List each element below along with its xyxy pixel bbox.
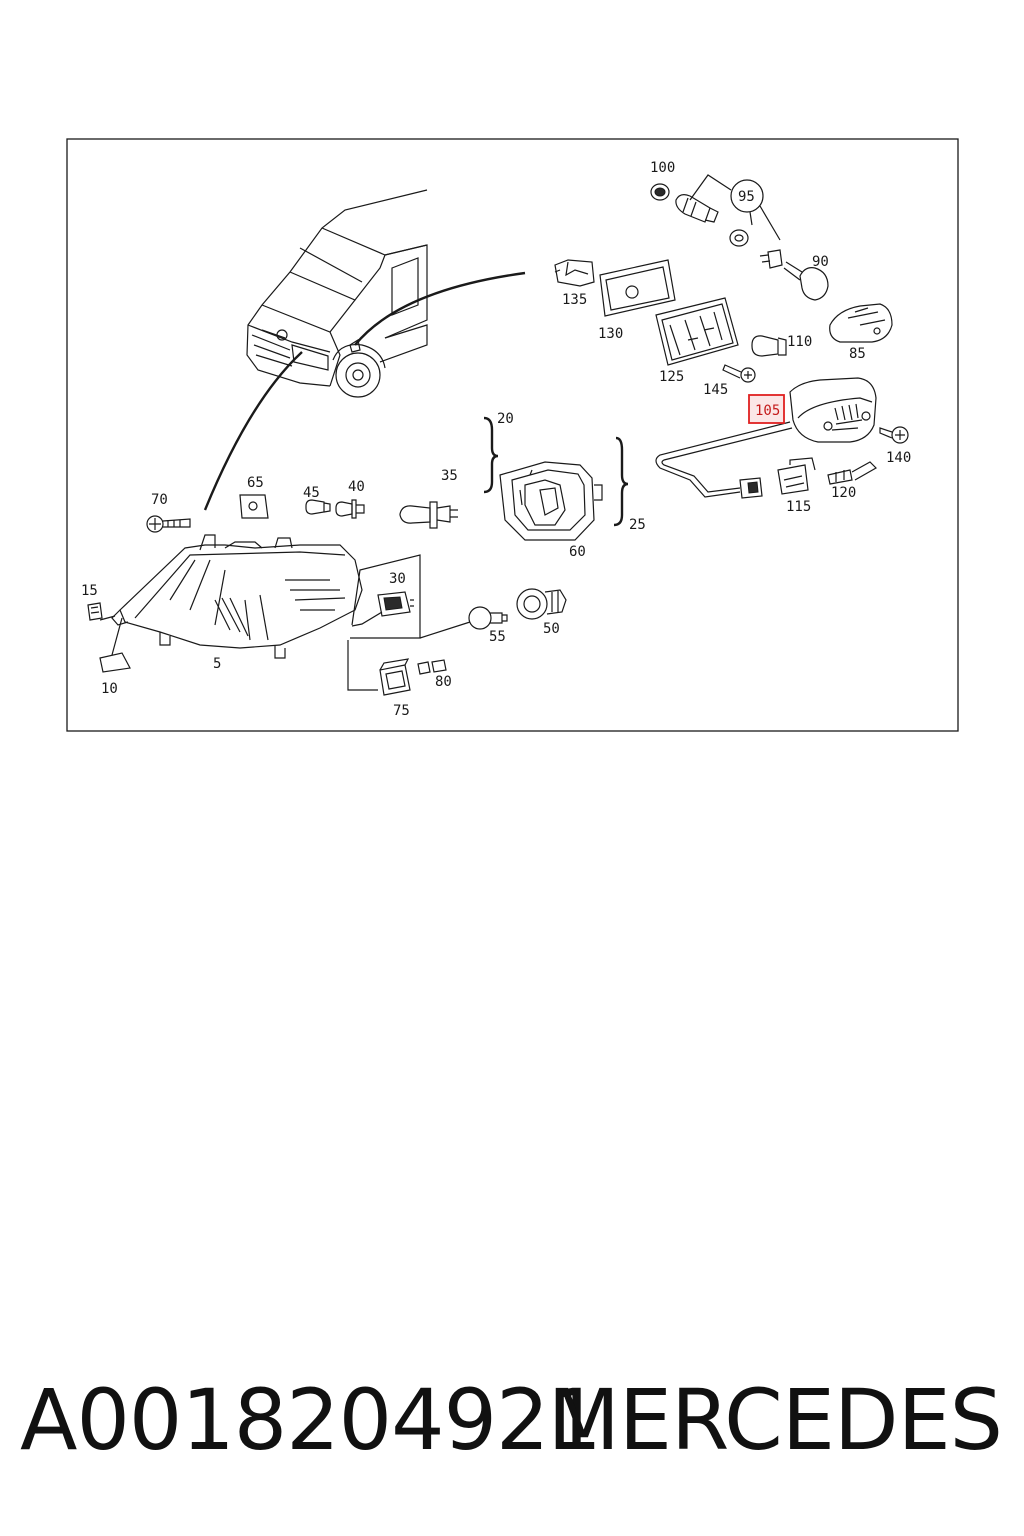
callout-45: 45: [303, 485, 320, 501]
callout-50: 50: [543, 621, 560, 637]
part-105-indicator-lamp: [789, 377, 877, 443]
leader-to-side-marker: [354, 271, 526, 346]
callout-110: 110: [787, 334, 812, 350]
leader-to-headlamp: [203, 351, 303, 511]
part-15-clip: [87, 602, 103, 621]
callout-65: 65: [247, 475, 264, 491]
part-75-relay: [379, 658, 411, 696]
callout-20: 20: [497, 411, 514, 427]
bracket-25: [613, 436, 629, 527]
bracket-20: [483, 416, 499, 494]
callout-135: 135: [562, 292, 587, 308]
callout-130: 130: [598, 326, 623, 342]
callout-30: 30: [389, 571, 406, 587]
part-110-bulb: [751, 335, 787, 357]
part-145-screw: [722, 364, 756, 383]
callout-85: 85: [849, 346, 866, 362]
link-line-75: [347, 640, 378, 691]
part-90-bulb: [759, 249, 829, 301]
diagram-frame: [66, 138, 959, 732]
callout-60: 60: [569, 544, 586, 560]
part-55-bulb: [468, 606, 508, 630]
part-100-grommet: [650, 183, 670, 201]
part-70-screw: [146, 515, 191, 533]
part-95-callout-circle: [689, 174, 781, 247]
callout-70: 70: [151, 492, 168, 508]
callout-100: 100: [650, 160, 675, 176]
part-120-terminal: [827, 461, 877, 485]
part-35-bulb: [399, 501, 458, 529]
part-85-side-lamp: [829, 303, 893, 343]
callout-35: 35: [441, 468, 458, 484]
callout-5: 5: [213, 656, 221, 672]
callout-75: 75: [393, 703, 410, 719]
callout-25: 25: [629, 517, 646, 533]
callout-95: 95: [738, 189, 755, 205]
parts-diagram: 5 10 15 20 25 30 35 40 45 50 55 60 65 70…: [66, 138, 959, 732]
part-10-clip: [99, 652, 131, 673]
part-80-fuse: [417, 659, 447, 675]
part-40-bulb: [335, 499, 365, 519]
part-140-screw: [879, 426, 909, 444]
bulb-holder: [675, 194, 719, 223]
part-60-housing: [499, 461, 603, 541]
callout-80: 80: [435, 674, 452, 690]
callout-10: 10: [101, 681, 118, 697]
callout-120: 120: [831, 485, 856, 501]
headlamp-assembly: [111, 534, 363, 659]
part-number: A0018204921: [20, 1371, 602, 1469]
callout-90: 90: [812, 254, 829, 270]
link-line-30-55: [350, 554, 421, 639]
callout-140: 140: [886, 450, 911, 466]
callout-125: 125: [659, 369, 684, 385]
callout-40: 40: [348, 479, 365, 495]
footer-caption: A0018204921 MERCEDES: [0, 1360, 1024, 1490]
callout-145: 145: [703, 382, 728, 398]
brand-name: MERCEDES: [547, 1371, 1003, 1469]
part-125-frame: [655, 297, 739, 366]
callout-115: 115: [786, 499, 811, 515]
wiring-harness: [655, 421, 793, 499]
part-115-connector: [777, 457, 816, 495]
van-illustration: [246, 189, 428, 398]
part-50-socket: [516, 588, 567, 620]
part-65-cover: [239, 494, 269, 519]
part-130-plate: [599, 259, 676, 317]
part-45-bulb: [305, 499, 331, 515]
callout-15: 15: [81, 583, 98, 599]
callout-55: 55: [489, 629, 506, 645]
part-135-clip: [554, 259, 595, 287]
highlight-box-105: [748, 394, 785, 424]
part-30-connector: [351, 591, 414, 627]
callout-105: 105: [755, 403, 780, 419]
